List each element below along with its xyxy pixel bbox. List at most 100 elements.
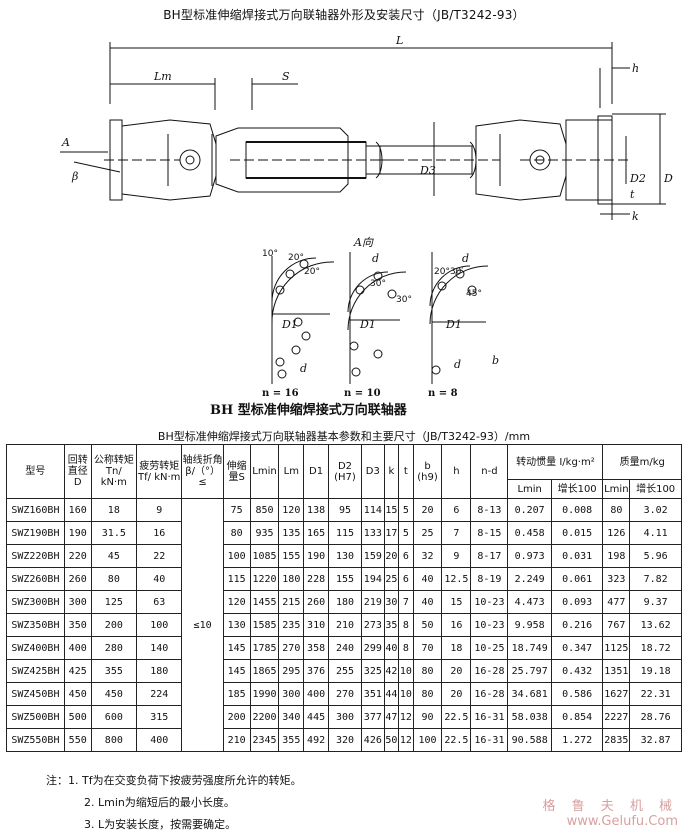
table-cell: 224: [136, 682, 183, 706]
table-cell: 80: [90, 567, 138, 591]
bolt-count: n = 16: [262, 388, 299, 399]
table-cell: 1351: [602, 659, 631, 683]
dim-k: k: [632, 210, 639, 223]
table-cell: 25: [383, 567, 400, 591]
table-cell: 300: [278, 682, 305, 706]
notes: 注：1. Tf为在交变负荷下按疲劳强度所允许的转矩。 2. Lmin为缩短后的最…: [46, 770, 302, 836]
table-cell: 47: [383, 705, 400, 729]
table-cell: 351: [360, 682, 385, 706]
table-cell: 6: [398, 544, 414, 568]
table-cell: 180: [136, 659, 183, 683]
table-cell: 1585: [249, 613, 280, 637]
table-cell: 20: [383, 544, 400, 568]
table-cell: 376: [303, 659, 329, 683]
table-cell: 17: [383, 521, 400, 545]
table-cell: 12.5: [441, 567, 472, 591]
table-cell: 12: [398, 705, 414, 729]
col-header-nd: n-d: [470, 444, 509, 499]
table-cell: 400: [303, 682, 329, 706]
bolt-count: n = 8: [428, 388, 458, 399]
table-cell: 40: [412, 590, 443, 614]
col-header-lmin: Lmin: [249, 444, 280, 499]
table-cell: 114: [360, 498, 385, 522]
table-cell: 50: [383, 728, 400, 752]
watermark-url: www.Gelufu.Com: [566, 814, 678, 829]
table-cell: 850: [249, 498, 280, 522]
table-cell: 9.37: [629, 590, 682, 614]
table-cell: SWZ160BH: [6, 498, 65, 522]
dim-t: t: [630, 188, 635, 201]
table-cell: 358: [303, 636, 329, 660]
col-header-b: b (h9): [412, 444, 443, 499]
table-cell: SWZ500BH: [6, 705, 65, 729]
table-cell: 315: [136, 705, 183, 729]
table-cell: 0.093: [550, 590, 604, 614]
table-cell: 180: [327, 590, 362, 614]
table-cell: 45: [90, 544, 138, 568]
table-cell: 18: [441, 636, 472, 660]
table-cell: 190: [63, 521, 92, 545]
table-cell: 100: [412, 728, 443, 752]
bolt-count: n = 10: [344, 388, 381, 399]
table-cell: 8-17: [470, 544, 509, 568]
table-cell: 115: [222, 567, 251, 591]
table-cell: 16: [136, 521, 183, 545]
table-cell: 0.216: [550, 613, 604, 637]
dim-L: L: [395, 34, 403, 47]
table-cell: 160: [63, 498, 92, 522]
table-cell: 4.473: [507, 590, 552, 614]
table-cell: 1455: [249, 590, 280, 614]
angle-label: 10°: [262, 249, 278, 259]
col-header-mass-lmin: Lmin: [602, 479, 631, 499]
table-cell: 22.5: [441, 728, 472, 752]
table-cell: 477: [602, 590, 631, 614]
table-cell: 32.87: [629, 728, 682, 752]
col-header-dia: 回转直径 D: [63, 444, 92, 499]
col-header-d1: D1: [303, 444, 329, 499]
col-header-mass: 质量m/kg: [602, 444, 682, 480]
table-cell: SWZ220BH: [6, 544, 65, 568]
table-cell: 120: [222, 590, 251, 614]
table-cell: 80: [222, 521, 251, 545]
table-cell: 240: [327, 636, 362, 660]
table-cell: 200: [222, 705, 251, 729]
dim-D1: D1: [281, 318, 298, 331]
table-cell: 9: [136, 498, 183, 522]
angle-label: 45°: [466, 289, 482, 299]
table-cell: 767: [602, 613, 631, 637]
dim-D1: D1: [445, 318, 462, 331]
table-cell: 18: [90, 498, 138, 522]
table-cell: SWZ190BH: [6, 521, 65, 545]
table-cell: 0.973: [507, 544, 552, 568]
table-cell: 40: [383, 636, 400, 660]
table-cell: 185: [222, 682, 251, 706]
col-header-stroke: 伸缩量S: [222, 444, 251, 499]
angle-label: 30°: [370, 279, 386, 289]
table-cell: 75: [222, 498, 251, 522]
table-cell: 260: [63, 567, 92, 591]
table-cell: 135: [278, 521, 305, 545]
table-cell: 550: [63, 728, 92, 752]
table-cell: 220: [63, 544, 92, 568]
table-cell: 2200: [249, 705, 280, 729]
view-label: A向: [353, 236, 374, 249]
col-header-inertia: 转动惯量 I/kg·m²: [507, 444, 604, 480]
table-cell: 0.207: [507, 498, 552, 522]
table-cell: 20: [441, 682, 472, 706]
dim-d: d: [372, 252, 379, 265]
col-header-d2: D2 (H7): [327, 444, 362, 499]
table-cell: 215: [278, 590, 305, 614]
table-cell: 1.272: [550, 728, 604, 752]
dim-D2: D2: [629, 172, 646, 185]
col-header-d3: D3: [360, 444, 385, 499]
table-cell: 130: [222, 613, 251, 637]
dim-beta: β: [71, 170, 78, 183]
table-cell: 377: [360, 705, 385, 729]
table-cell: 165: [303, 521, 329, 545]
table-cell: 2227: [602, 705, 631, 729]
table-cell: 0.432: [550, 659, 604, 683]
